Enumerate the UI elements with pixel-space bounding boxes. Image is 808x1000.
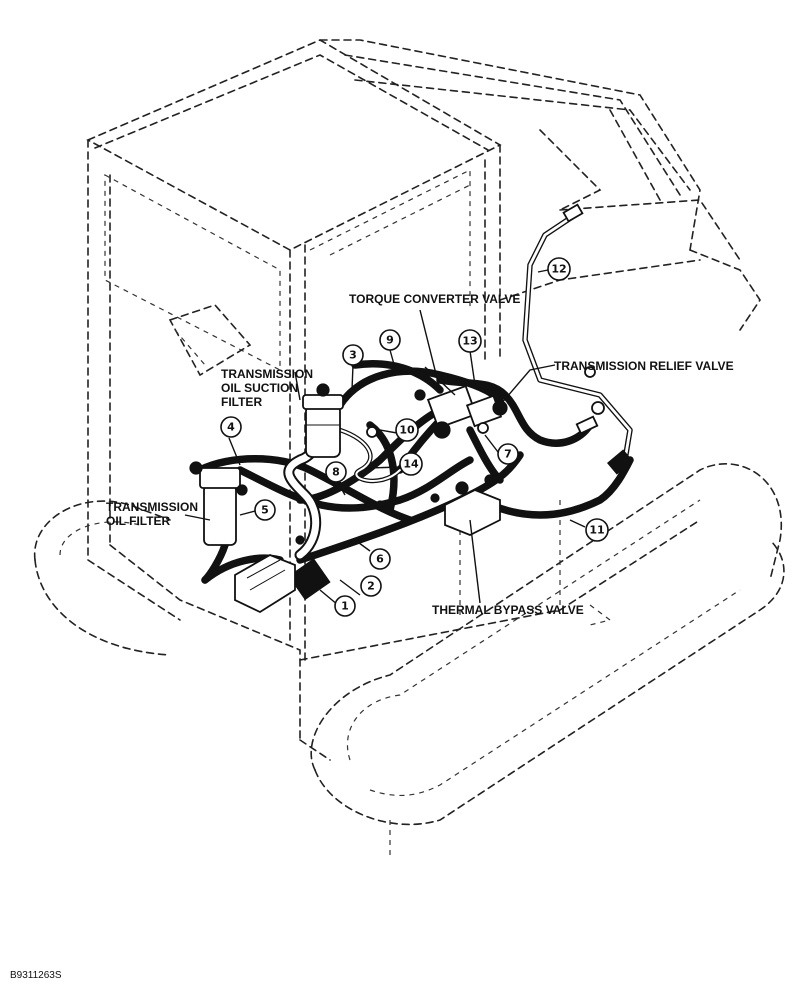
callout-3-number: 3 — [349, 349, 357, 362]
figure-code: B9311263S — [10, 970, 62, 981]
callout-5-number: 5 — [261, 504, 269, 517]
callout-2-number: 2 — [367, 580, 375, 593]
label-oil-filter-line-2: OIL FILTER — [106, 514, 171, 528]
label-oil-filter-line-1: TRANSMISSION — [106, 500, 198, 514]
callout-12: 12 — [547, 257, 571, 281]
callout-7-number: 7 — [504, 448, 512, 461]
thermal-bypass-valve-body — [430, 474, 501, 536]
callout-14: 14 — [399, 452, 423, 476]
callout-7: 7 — [497, 443, 519, 465]
fittings — [295, 366, 634, 545]
callout-10: 10 — [395, 418, 419, 442]
control-valve-block — [234, 554, 296, 614]
relief-line — [522, 203, 633, 463]
callout-11: 11 — [585, 518, 609, 542]
callout-8-number: 8 — [332, 466, 340, 479]
label-suction-filter-line-3: FILTER — [221, 395, 262, 409]
callout-8: 8 — [325, 461, 347, 483]
callout-11-number: 11 — [589, 524, 604, 537]
label-thermal-bypass-valve: THERMAL BYPASS VALVE — [432, 603, 584, 617]
callout-2: 2 — [360, 575, 382, 597]
transmission-oil-suction-filter — [302, 383, 344, 458]
label-suction-filter: TRANSMISSION OIL SUCTION FILTER — [221, 367, 313, 409]
callout-6: 6 — [369, 548, 391, 570]
callout-13: 13 — [458, 329, 482, 353]
label-suction-filter-line-2: OIL SUCTION — [221, 381, 298, 395]
callout-5: 5 — [254, 499, 276, 521]
label-oil-filter: TRANSMISSION OIL FILTER — [106, 500, 198, 528]
callout-9-number: 9 — [386, 334, 394, 347]
label-torque-converter-valve: TORQUE CONVERTER VALVE — [349, 292, 520, 306]
label-suction-filter-line-1: TRANSMISSION — [221, 367, 313, 381]
tube-14 — [337, 427, 403, 484]
valve-cluster — [414, 384, 508, 439]
callout-12-number: 12 — [551, 263, 566, 276]
callout-6-number: 6 — [376, 553, 384, 566]
machine-outline — [33, 39, 785, 855]
callout-4-number: 4 — [227, 421, 235, 434]
callout-9: 9 — [379, 329, 401, 351]
transmission-oil-filter — [189, 461, 248, 546]
callout-1-number: 1 — [341, 600, 349, 613]
callout-3: 3 — [342, 344, 364, 366]
callout-4: 4 — [220, 416, 242, 438]
leader-lines — [184, 269, 586, 606]
callout-14-number: 14 — [403, 458, 419, 471]
callout-10-number: 10 — [399, 424, 415, 437]
callout-13-number: 13 — [462, 335, 477, 348]
callout-1: 1 — [334, 595, 356, 617]
label-relief-valve: TRANSMISSION RELIEF VALVE — [554, 359, 734, 373]
